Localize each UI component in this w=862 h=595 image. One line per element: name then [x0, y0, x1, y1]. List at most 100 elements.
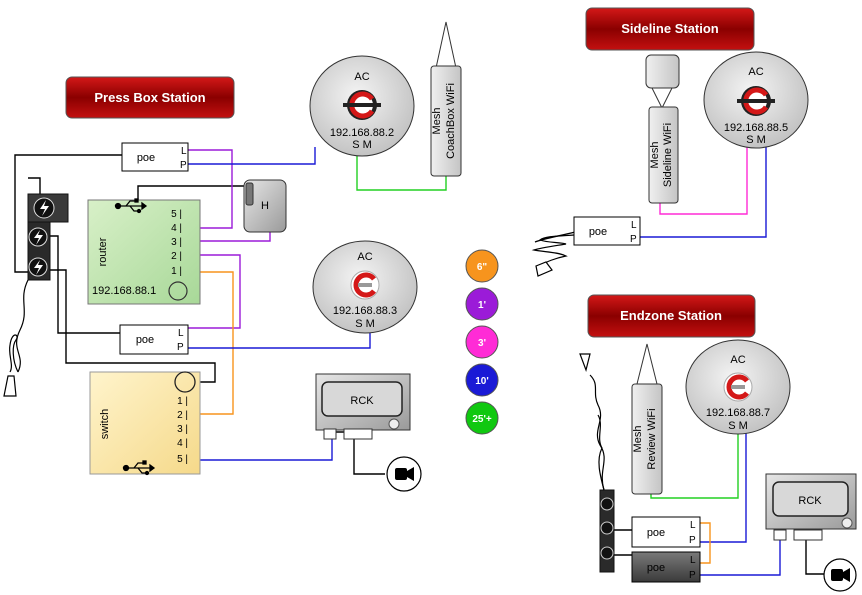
- station-title-text: Endzone Station: [620, 308, 722, 323]
- poe-port-p: P: [689, 535, 696, 546]
- mesh-label: Mesh: [632, 426, 644, 453]
- wire-blue: [700, 432, 747, 543]
- wire-blue: [700, 535, 781, 576]
- usb-icon: [122, 460, 156, 476]
- access-point-endzone: AC 192.168.88.7 S M: [685, 339, 791, 435]
- poe-injector-sideline: poe L P: [573, 216, 641, 246]
- switch-label: switch: [99, 409, 111, 440]
- serial-port-icon: [793, 529, 823, 541]
- ac-ports: S M: [355, 318, 375, 330]
- wires: [14, 146, 826, 576]
- access-point-middle: AC 192.168.88.3 S M: [312, 240, 418, 334]
- power-outlet-icon: [600, 521, 614, 535]
- sideline-small-device: [645, 54, 680, 110]
- wire-green: [356, 152, 447, 191]
- wire-blue: [200, 432, 333, 461]
- power-outlet-icon: [600, 546, 614, 560]
- mesh-review: Mesh Review WiFi: [631, 343, 663, 495]
- logo-icon: [343, 90, 381, 120]
- station-title-endzone: Endzone Station: [587, 294, 756, 338]
- station-title-text: Press Box Station: [94, 90, 205, 105]
- mesh-label: Review WiFi: [646, 408, 658, 469]
- wire-blue: [188, 328, 371, 349]
- rck-endzone: RCK: [765, 473, 857, 541]
- ac-ports: S M: [746, 134, 766, 146]
- wire-purple: [188, 254, 241, 329]
- wire-green: [650, 432, 739, 499]
- ac-ip: 192.168.88.3: [333, 305, 397, 317]
- cable-length-legend: 6"1'3'10'25'+: [465, 249, 499, 435]
- logo-icon: [723, 372, 753, 402]
- mesh-label: Mesh: [649, 142, 661, 169]
- router-label: router: [97, 237, 109, 266]
- wire-black: [14, 154, 122, 273]
- mesh-label: Mesh: [431, 108, 443, 135]
- poe-label: poe: [136, 334, 154, 346]
- coiled-cable-icon: [3, 279, 29, 397]
- legend-label: 1': [478, 300, 486, 311]
- poe-port-p: P: [177, 342, 184, 353]
- router: router 5 | 4 | 3 | 2 | 1 | 192.168.88.1: [87, 198, 201, 305]
- wire-purple: [200, 232, 271, 242]
- station-title-text: Sideline Station: [621, 21, 719, 36]
- poe-injector-middle: poe L P: [119, 324, 189, 355]
- ac-ip: 192.168.88.7: [706, 407, 770, 419]
- switch-port: 3 |: [177, 424, 188, 435]
- ethernet-port-icon: [323, 428, 337, 440]
- poe-label: poe: [137, 152, 155, 164]
- antenna-icon: [435, 21, 457, 69]
- h-device: H: [243, 179, 287, 233]
- legend-swatch: [465, 325, 499, 359]
- wire-orange: [700, 522, 711, 564]
- antenna-icon: [636, 343, 658, 385]
- rck-label: RCK: [350, 395, 374, 407]
- wire-black: [40, 269, 216, 383]
- antenna-icon: [651, 87, 673, 110]
- poe-port-l: L: [631, 220, 637, 231]
- access-point-sideline: AC 192.168.88.5 S M: [703, 51, 809, 149]
- poe-port-l: L: [178, 328, 184, 339]
- wire-blue: [188, 147, 316, 165]
- poe-port-p: P: [180, 160, 187, 171]
- legend-swatch: [465, 363, 499, 397]
- serial-port-icon: [343, 428, 373, 440]
- router-port: 2 |: [171, 251, 182, 262]
- legend-label: 10': [475, 376, 489, 387]
- wire-orange: [198, 271, 234, 415]
- power-strip-endzone: [599, 489, 615, 573]
- router-port: 5 |: [171, 209, 182, 220]
- switch-port: 2 |: [177, 410, 188, 421]
- ac-ip: 192.168.88.5: [724, 122, 788, 134]
- poe-port-l: L: [181, 146, 187, 157]
- station-title-pressbox: Press Box Station: [65, 76, 235, 119]
- poe-injector-top: poe L P: [121, 142, 189, 172]
- mesh-sideline: Mesh Sideline WiFi: [648, 106, 679, 204]
- mesh-label: Sideline WiFi: [662, 123, 674, 187]
- ac-ports: S M: [352, 139, 372, 151]
- poe-port-p: P: [689, 570, 696, 581]
- wire-black: [805, 540, 826, 575]
- legend-label: 6": [477, 262, 488, 273]
- ethernet-port-icon: [773, 529, 787, 541]
- h-device-label: H: [261, 200, 269, 212]
- mesh-label: CoachBox WiFi: [445, 83, 457, 159]
- camera-icon: [823, 558, 857, 592]
- ac-ip: 192.168.88.2: [330, 127, 394, 139]
- switch-port: 5 |: [177, 454, 188, 465]
- coiled-cable-icon: [579, 353, 605, 491]
- coiled-cable-icon: [531, 234, 575, 277]
- poe-label: poe: [647, 562, 665, 574]
- station-title-sideline: Sideline Station: [585, 7, 755, 51]
- switch-port: 4 |: [177, 438, 188, 449]
- poe-port-l: L: [690, 555, 696, 566]
- ac-label: AC: [730, 354, 745, 366]
- router-port: 4 |: [171, 223, 182, 234]
- legend-swatch: [465, 287, 499, 321]
- legend-label: 3': [478, 338, 486, 349]
- switch-port: 1 |: [177, 396, 188, 407]
- ac-ports: S M: [728, 420, 748, 432]
- logo-icon: [350, 270, 380, 300]
- access-point-top: AC 192.168.88.2 S M: [309, 55, 415, 157]
- switch-power-port-icon: [174, 371, 196, 393]
